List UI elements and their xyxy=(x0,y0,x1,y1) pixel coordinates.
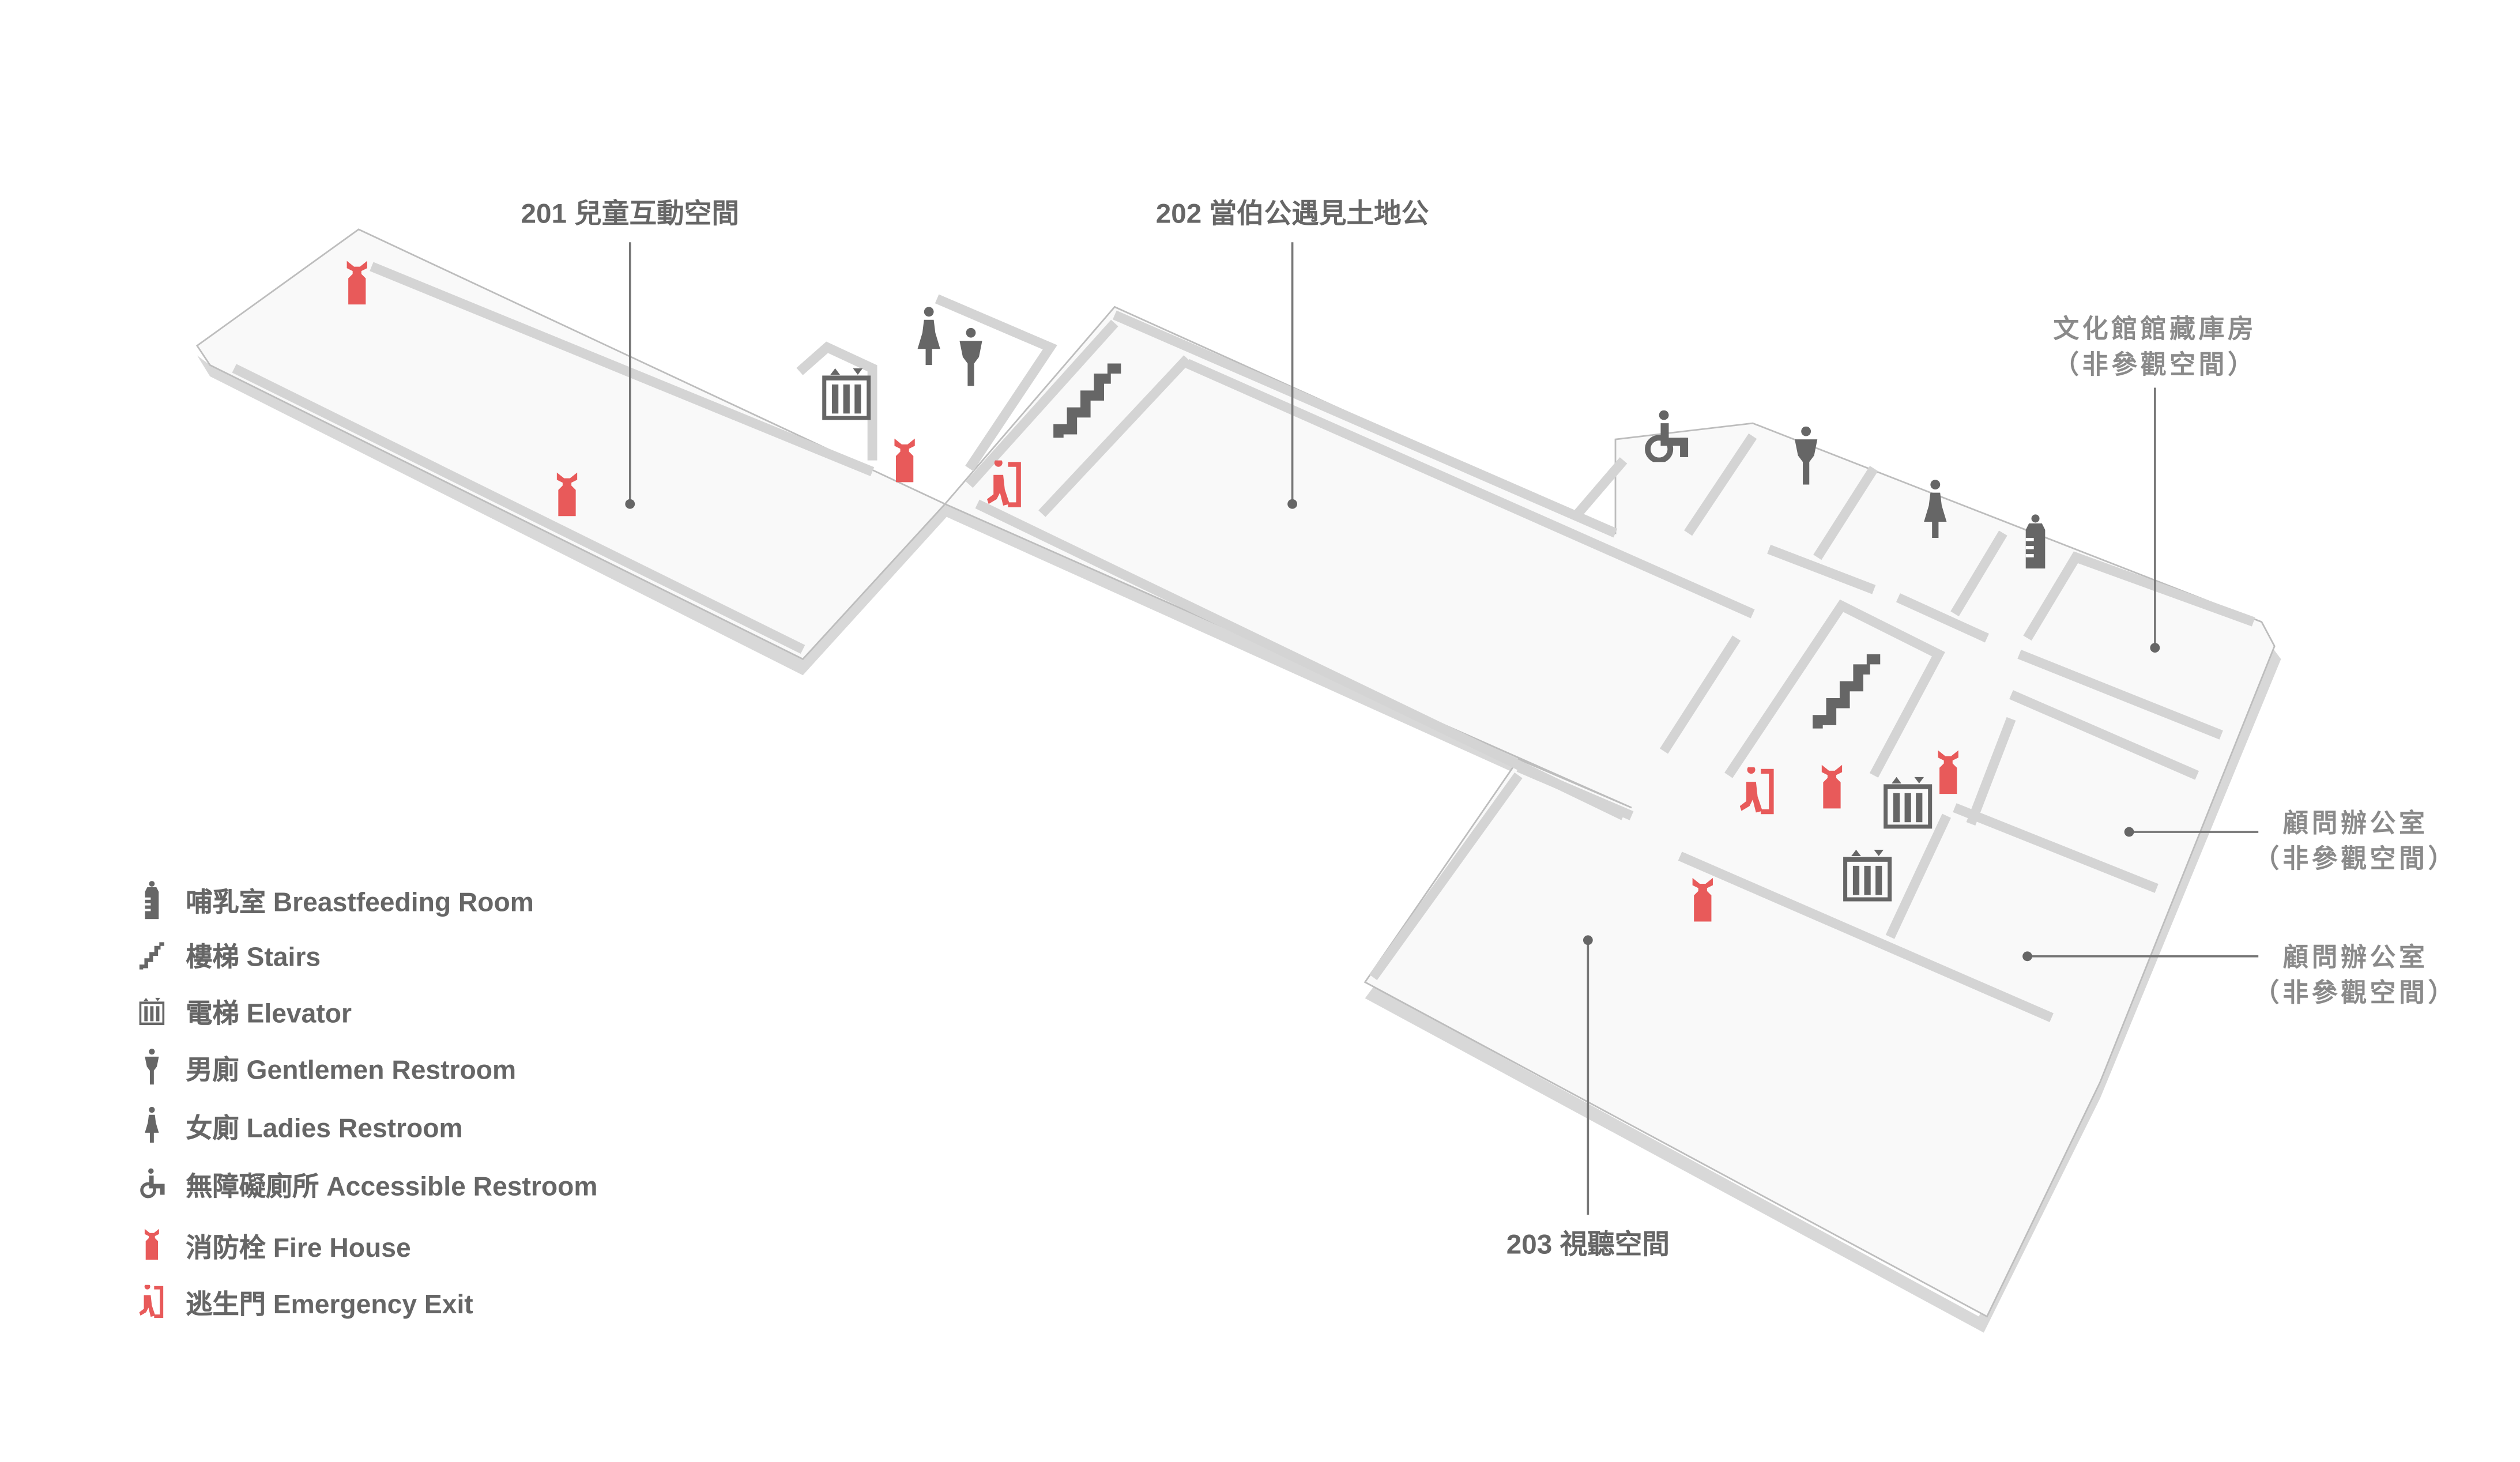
mens-restroom-icon xyxy=(145,1048,159,1085)
room-dots xyxy=(625,499,2160,962)
emergency-exit-icon xyxy=(139,1284,164,1318)
storage-note: （非參觀空間） xyxy=(2053,349,2257,379)
accessible-restroom-icon xyxy=(133,1165,171,1203)
legend-item-accessible: 無障礙廁所 Accessible Restroom xyxy=(133,1163,598,1205)
legend-item-breastfeeding: 哺乳室 Breastfeeding Room xyxy=(133,879,534,921)
legend-label: 消防栓 Fire House xyxy=(186,1234,411,1264)
breastfeeding-icon xyxy=(2026,514,2046,568)
ladies-restroom-icon xyxy=(917,307,940,366)
legend-item-ladies: 女廁 Ladies Restroom xyxy=(133,1105,463,1147)
room-203-label: 203 視聽空間 xyxy=(1506,1229,1670,1260)
room-202-label: 202 當伯公遇見土地公 xyxy=(1156,199,1429,229)
interior-walls xyxy=(232,262,2255,1022)
leader-lines xyxy=(628,242,2259,1215)
legend-item-fire-house: 消防栓 Fire House xyxy=(133,1224,411,1267)
legend-label: 逃生門 Emergency Exit xyxy=(186,1290,473,1320)
fire-hydrant-icon xyxy=(346,261,367,305)
breastfeeding-icon xyxy=(144,880,160,920)
legend-item-gentlemen: 男廁 Gentlemen Restroom xyxy=(133,1047,516,1089)
floor-area xyxy=(195,228,2276,1318)
fire-hydrant-icon xyxy=(1821,764,1843,809)
legend-label: 無障礙廁所 Accessible Restroom xyxy=(186,1173,598,1202)
legend-label: 哺乳室 Breastfeeding Room xyxy=(186,888,534,918)
legend-label: 女廁 Ladies Restroom xyxy=(186,1114,463,1144)
mens-restroom-icon xyxy=(959,327,982,386)
legend-label: 樓梯 Stairs xyxy=(186,943,321,973)
room-201-label: 201 兒童互動空間 xyxy=(521,199,739,229)
office-1-label: 顧問辦公室 xyxy=(2282,808,2428,838)
legend-item-stairs: 樓梯 Stairs xyxy=(133,934,321,976)
elevator-icon xyxy=(133,992,171,1030)
elevator-icon xyxy=(824,368,869,419)
fire-hydrant-icon xyxy=(1692,877,1713,922)
legend-item-emergency-exit: 逃生門 Emergency Exit xyxy=(133,1281,473,1323)
fire-hydrant-icon xyxy=(144,1229,159,1260)
legend-label: 電梯 Elevator xyxy=(186,1000,352,1029)
legend-label: 男廁 Gentlemen Restroom xyxy=(186,1056,517,1086)
room-201-floor xyxy=(195,228,947,660)
storage-label: 文化館館藏庫房 xyxy=(2053,314,2257,344)
legend-item-elevator: 電梯 Elevator xyxy=(133,990,352,1033)
ladies-restroom-icon xyxy=(145,1106,159,1143)
fire-hydrant-icon xyxy=(556,472,578,517)
fire-hydrant-icon xyxy=(1938,750,1958,794)
stairs-icon xyxy=(139,942,164,970)
office-2-label: 顧問辦公室 xyxy=(2282,943,2428,972)
office-1-note: （非參觀空間） xyxy=(2254,844,2457,873)
office-2-note: （非參觀空間） xyxy=(2254,978,2457,1007)
fire-hydrant-icon xyxy=(894,438,915,483)
